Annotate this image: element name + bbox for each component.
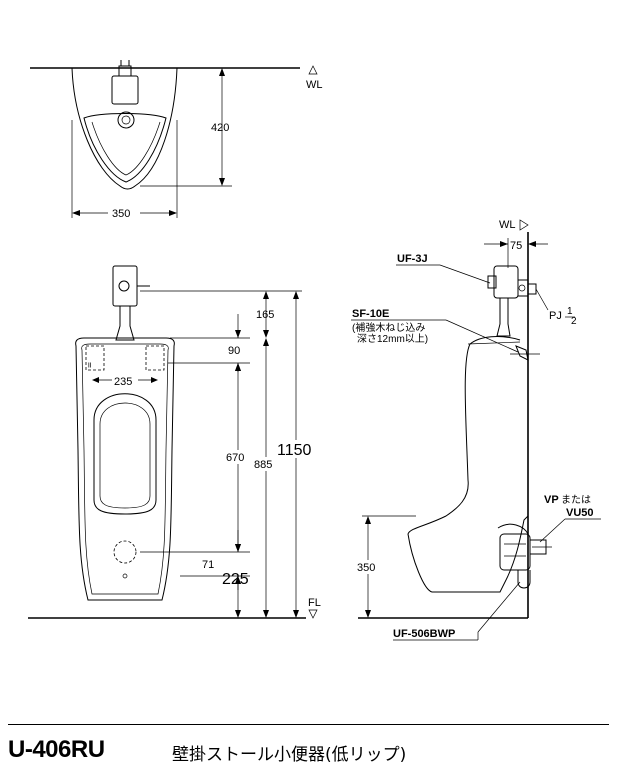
dim-hanger-235: 235 (114, 376, 132, 388)
model-number: U-406RU (8, 736, 105, 763)
callout-hanger: SF-10E (352, 308, 389, 320)
side-view: WL 75 350 (351, 219, 601, 641)
floor-line-label: FL (308, 597, 321, 609)
dim-depth-420: 420 (211, 122, 229, 134)
callout-hanger-note-1: (補強木ねじ込み (352, 321, 425, 334)
callout-flush-valve: UF-3J (397, 253, 428, 265)
callout-drain-pipe-prefix: VP (544, 494, 559, 506)
wall-line-label-top: WL (306, 79, 323, 91)
dim-rim-885: 885 (254, 459, 272, 471)
callout-drain-pipe-alt: VU50 (566, 507, 594, 519)
callout-hanger-note-2: 深さ12mm以上) (357, 333, 428, 345)
dim-total-1150: 1150 (277, 442, 312, 459)
dim-valve-165: 165 (256, 309, 274, 321)
dim-lip-225: 225 (222, 571, 249, 588)
pipe-thread-fraction-den: 2 (571, 316, 577, 327)
product-name: 壁掛ストール小便器(低リップ) (172, 745, 407, 765)
dim-lip-height-350: 350 (357, 562, 375, 574)
top-view: WL 420 350 (30, 60, 323, 220)
front-view: ᴵᴵ 235 165 90 670 (28, 265, 321, 619)
callout-trap: UF-506BWP (393, 628, 455, 640)
dim-drain-71: 71 (202, 559, 214, 571)
callout-drain-pipe-or: または (561, 494, 591, 506)
dim-width-350: 350 (112, 208, 130, 220)
dim-hanger-670: 670 (226, 452, 244, 464)
footer-divider (8, 724, 609, 725)
dim-projection-75: 75 (510, 240, 522, 252)
pipe-thread-label: PJ (549, 310, 562, 322)
svg-text:ᴵᴵ: ᴵᴵ (88, 362, 92, 373)
wall-line-label-side: WL (499, 219, 516, 231)
pipe-thread-fraction-num: 1 (567, 306, 573, 317)
dim-rim-90: 90 (228, 345, 240, 357)
